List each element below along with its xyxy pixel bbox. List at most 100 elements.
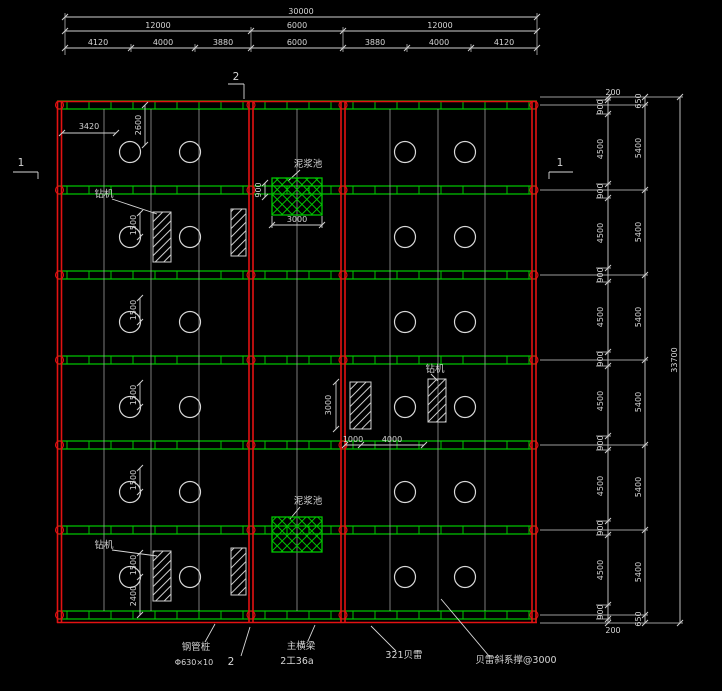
dim-text: 650 [634,611,643,626]
dim-text: 900 [596,183,605,198]
beam-node-circle [54,440,65,450]
steel-pile-spec: Φ630×10 [175,658,213,667]
drill-rig-hatch [349,381,372,430]
pile-circle [453,565,477,589]
dim-tick [61,13,541,21]
dim-tick [61,44,541,52]
beam-node-circle [54,270,65,280]
mud-pit-top-label: 泥浆池 [294,158,323,170]
dim-line [65,16,537,49]
dim-text: 5400 [634,392,643,412]
pile-circle [453,480,477,504]
beam-node-circle [529,185,539,195]
pile-circle [393,395,417,419]
dim-text: 5400 [634,138,643,158]
dim-text: 650 [634,93,643,108]
dim-tick [61,27,541,35]
section-marker-2-top: 2 [233,71,240,83]
dim-text: 4000 [153,38,173,47]
dim-text: 6000 [287,21,307,30]
pile-circle [393,140,417,164]
dim-text: 6000 [287,38,307,47]
bailey-label: 321贝雷 [385,650,422,661]
annotation-text-layer: 30000 12000 6000 12000 4120 4000 3880 60… [18,7,679,668]
dim-text: 900 [596,520,605,535]
drill-rig-label: 钻机 [94,539,114,551]
dim-text: 900 [254,182,263,197]
pile-circle [178,565,202,589]
mud-pit-top-hatch [271,177,323,216]
mud-pit-bottom-label: 泥浆池 [294,495,323,507]
beam-node-circle [529,440,539,450]
beam-node-circle [246,610,256,620]
dim-text: 5400 [634,477,643,497]
pile-circle [178,395,202,419]
dim-text-overall-width: 30000 [288,7,313,16]
pile-circle [453,310,477,334]
dim-tick [58,101,428,619]
beam-node-circle [529,355,539,365]
dim-text: 5400 [634,222,643,242]
pile-circle [178,310,202,334]
pile-circle [178,140,202,164]
drill-rig-hatch [152,550,172,602]
pile-circle [178,225,202,249]
dim-text: 3000 [324,395,333,415]
beam-node-circle [54,610,65,620]
dim-text: 4500 [596,476,605,496]
dim-text: 900 [596,351,605,366]
pile-circle [393,565,417,589]
dim-text: 200 [605,88,620,97]
dim-text: 4000 [429,38,449,47]
beam-node-circle [54,100,65,110]
bailey-brace-label: 贝雷斜系撑@3000 [475,654,556,666]
dim-text: 1000 [343,435,363,444]
beam-node-circle [246,270,256,280]
beam-node-circle [338,185,348,195]
drill-rig-hatch [230,547,247,596]
beam-node-circle [529,100,539,110]
pile-circle [453,140,477,164]
steel-pile-label: 钢管桩 [182,641,211,653]
dim-text: 3420 [79,122,99,131]
dim-text: 5400 [634,307,643,327]
beam-node-circle [54,525,65,535]
beam-node-circle [54,355,65,365]
drill-rig-label: 钻机 [425,363,445,375]
pile-circle [453,225,477,249]
beam-node-circle [529,270,539,280]
section-marker-2-bottom: 2 [228,656,235,668]
pile-circle [453,395,477,419]
beam-node-circle [529,610,539,620]
dim-tick [641,93,649,627]
dim-text: 1500 [129,555,138,575]
dim-tick [604,93,612,627]
beam-node-circle [246,355,256,365]
dim-text: 3000 [287,215,307,224]
dim-text: 900 [596,267,605,282]
dim-text: 900 [596,99,605,114]
beam-node-circle [54,185,65,195]
pile-circle [393,480,417,504]
pile-circle [393,310,417,334]
dim-text: 2400 [129,586,138,606]
dim-text: 1500 [129,215,138,235]
mud-pit-bottom-hatch [271,516,323,553]
dim-text: 900 [596,604,605,619]
drill-rig-hatch [427,378,447,423]
beam-node-circle [246,185,256,195]
beam-node-circle [338,525,348,535]
drill-rig-label: 钻机 [94,188,114,200]
pile-circle [118,140,142,164]
beam-node-circle [338,355,348,365]
dim-text: 1500 [129,385,138,405]
pile-circle [178,480,202,504]
leader-line [13,83,573,657]
dim-text: 4120 [88,38,108,47]
dim-text: 900 [596,435,605,450]
dim-text: 3880 [213,38,233,47]
beam-node-circle [246,440,256,450]
dim-tick [676,93,684,627]
